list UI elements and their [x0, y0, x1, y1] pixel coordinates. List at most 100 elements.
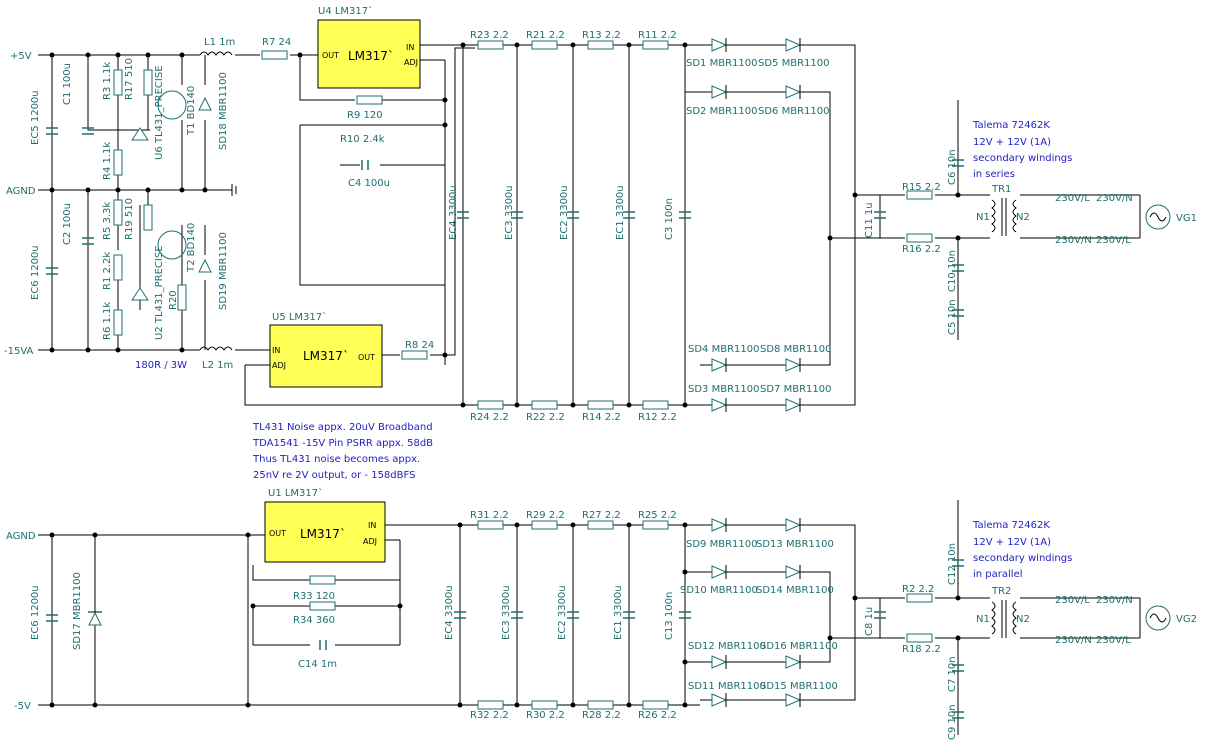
regulator-u1: OUT IN ADJ LM317` U1 LM317`: [264, 487, 386, 563]
svg-text:R3 1.1k: R3 1.1k: [102, 62, 113, 100]
svg-text:SD13 MBR1100: SD13 MBR1100: [756, 539, 834, 550]
svg-text:230V/N: 230V/N: [1055, 235, 1092, 246]
svg-text:R13 2.2: R13 2.2: [582, 30, 621, 41]
svg-text:TR1: TR1: [991, 184, 1011, 195]
svg-text:SD6 MBR1100: SD6 MBR1100: [758, 106, 829, 117]
svg-text:R28 2.2: R28 2.2: [582, 710, 621, 721]
svg-text:VG2: VG2: [1176, 614, 1197, 625]
svg-text:C8 1u: C8 1u: [864, 607, 875, 636]
svg-text:R16 2.2: R16 2.2: [902, 244, 941, 255]
svg-text:SD15 MBR1100: SD15 MBR1100: [760, 681, 838, 692]
svg-text:C7 10n: C7 10n: [947, 656, 958, 692]
svg-text:ADJ: ADJ: [404, 58, 418, 67]
svg-text:C9 10n: C9 10n: [947, 704, 958, 740]
u4-label: U4 LM317`: [318, 5, 373, 17]
svg-text:L2 1m: L2 1m: [202, 360, 233, 371]
svg-text:230V/N: 230V/N: [1096, 193, 1133, 204]
svg-text:230V/N: 230V/N: [1055, 635, 1092, 646]
svg-text:OUT: OUT: [358, 353, 375, 362]
svg-text:EC1 3300u: EC1 3300u: [613, 585, 624, 640]
bottom-components: [46, 518, 1171, 719]
svg-text:12V + 12V (1A): 12V + 12V (1A): [973, 537, 1051, 548]
svg-text:R12 2.2: R12 2.2: [638, 412, 677, 423]
top-components: [46, 38, 1171, 412]
svg-text:C5 10n: C5 10n: [947, 299, 958, 335]
svg-text:C10 10n: C10 10n: [947, 250, 958, 292]
svg-text:SD4 MBR1100: SD4 MBR1100: [688, 344, 759, 355]
svg-text:R27 2.2: R27 2.2: [582, 510, 621, 521]
svg-text:SD10 MBR1100: SD10 MBR1100: [680, 585, 758, 596]
svg-text:EC5 1200u: EC5 1200u: [30, 90, 41, 145]
svg-text:EC6 1200u: EC6 1200u: [30, 585, 41, 640]
svg-text:R20: R20: [168, 290, 179, 310]
svg-text:secondary windings: secondary windings: [973, 153, 1072, 164]
svg-text:230V/L: 230V/L: [1055, 595, 1090, 606]
svg-text:Talema 72462K: Talema 72462K: [972, 520, 1050, 531]
svg-text:U6 TL431_PRECISE: U6 TL431_PRECISE: [154, 65, 165, 160]
r20-note: 180R / 3W: [135, 360, 187, 371]
svg-text:SD11 MBR1100: SD11 MBR1100: [688, 681, 766, 692]
svg-text:EC3 3300u: EC3 3300u: [501, 585, 512, 640]
svg-text:OUT: OUT: [322, 51, 339, 60]
u1-label: U1 LM317`: [268, 487, 323, 499]
svg-text:R9 120: R9 120: [347, 110, 383, 121]
svg-text:Talema 72462K: Talema 72462K: [972, 120, 1050, 131]
svg-text:R25 2.2: R25 2.2: [638, 510, 677, 521]
svg-text:SD16 MBR1100: SD16 MBR1100: [760, 641, 838, 652]
svg-text:R1 2.2k: R1 2.2k: [102, 252, 113, 290]
svg-text:TL431 Noise appx. 20uV Broadba: TL431 Noise appx. 20uV Broadband: [252, 422, 433, 433]
svg-text:Thus TL431 noise becomes appx.: Thus TL431 noise becomes appx.: [252, 454, 420, 465]
svg-text:LM317`: LM317`: [300, 527, 346, 541]
svg-text:U2 TL431_PRECISE: U2 TL431_PRECISE: [154, 245, 165, 340]
svg-text:R11 2.2: R11 2.2: [638, 30, 677, 41]
svg-text:R23 2.2: R23 2.2: [470, 30, 509, 41]
svg-text:SD7 MBR1100: SD7 MBR1100: [760, 384, 831, 395]
net-minus15va: -15VA: [4, 346, 34, 357]
svg-text:R7 24: R7 24: [262, 37, 291, 48]
svg-text:IN: IN: [272, 346, 280, 355]
svg-text:SD2 MBR1100: SD2 MBR1100: [686, 106, 757, 117]
junction-dots: [49, 42, 961, 708]
bottom-wiring: [38, 500, 1141, 735]
net-agnd-bottom: AGND: [6, 531, 36, 542]
regulator-u4: OUT IN ADJ LM317` U4 LM317`: [317, 5, 421, 89]
svg-text:R4 1.1k: R4 1.1k: [102, 142, 113, 180]
svg-text:R15 2.2: R15 2.2: [902, 182, 941, 193]
svg-text:N2: N2: [1016, 614, 1030, 625]
svg-text:EC4 3300u: EC4 3300u: [444, 585, 455, 640]
svg-text:R17 510: R17 510: [124, 58, 135, 100]
svg-text:LM317`: LM317`: [303, 349, 349, 363]
svg-text:C11 1u: C11 1u: [864, 202, 875, 238]
svg-text:R33 120: R33 120: [293, 591, 335, 602]
svg-text:230V/N: 230V/N: [1096, 595, 1133, 606]
svg-text:L1 1m: L1 1m: [204, 37, 235, 48]
svg-text:C3 100n: C3 100n: [664, 198, 675, 240]
top-labels: +5V AGND -15VA L1 1m R7 24 R9 120 R10 2.…: [4, 30, 1197, 481]
svg-text:N2: N2: [1016, 212, 1030, 223]
svg-text:SD3 MBR1100: SD3 MBR1100: [688, 384, 759, 395]
svg-text:R18 2.2: R18 2.2: [902, 644, 941, 655]
svg-text:EC2 3300u: EC2 3300u: [559, 185, 570, 240]
svg-text:TDA1541 -15V Pin PSRR appx. 58: TDA1541 -15V Pin PSRR appx. 58dB: [252, 438, 433, 449]
svg-text:IN: IN: [406, 43, 414, 52]
svg-text:230V/L: 230V/L: [1096, 235, 1131, 246]
svg-text:SD17 MBR1100: SD17 MBR1100: [72, 572, 83, 650]
svg-text:T1 BD140: T1 BD140: [186, 86, 197, 136]
svg-text:EC1 3300u: EC1 3300u: [615, 185, 626, 240]
regulator-u5: IN ADJ OUT LM317` U5 LM317`: [269, 311, 383, 388]
svg-text:T2 BD140: T2 BD140: [186, 223, 197, 273]
svg-text:R30 2.2: R30 2.2: [526, 710, 565, 721]
svg-text:EC4 3300u: EC4 3300u: [448, 185, 459, 240]
svg-text:N1: N1: [976, 212, 990, 223]
top-wiring: [38, 44, 1141, 406]
svg-text:in parallel: in parallel: [973, 569, 1023, 580]
svg-text:VG1: VG1: [1176, 213, 1197, 224]
svg-text:25nV re 2V output, or - 158dBF: 25nV re 2V output, or - 158dBFS: [253, 470, 415, 481]
svg-text:R21 2.2: R21 2.2: [526, 30, 565, 41]
svg-text:R10 2.4k: R10 2.4k: [340, 134, 385, 145]
u5-label: U5 LM317`: [272, 311, 327, 323]
svg-text:SD8 MBR1100: SD8 MBR1100: [760, 344, 831, 355]
svg-text:R31 2.2: R31 2.2: [470, 510, 509, 521]
svg-text:LM317`: LM317`: [348, 49, 394, 63]
svg-text:EC3 3300u: EC3 3300u: [504, 185, 515, 240]
